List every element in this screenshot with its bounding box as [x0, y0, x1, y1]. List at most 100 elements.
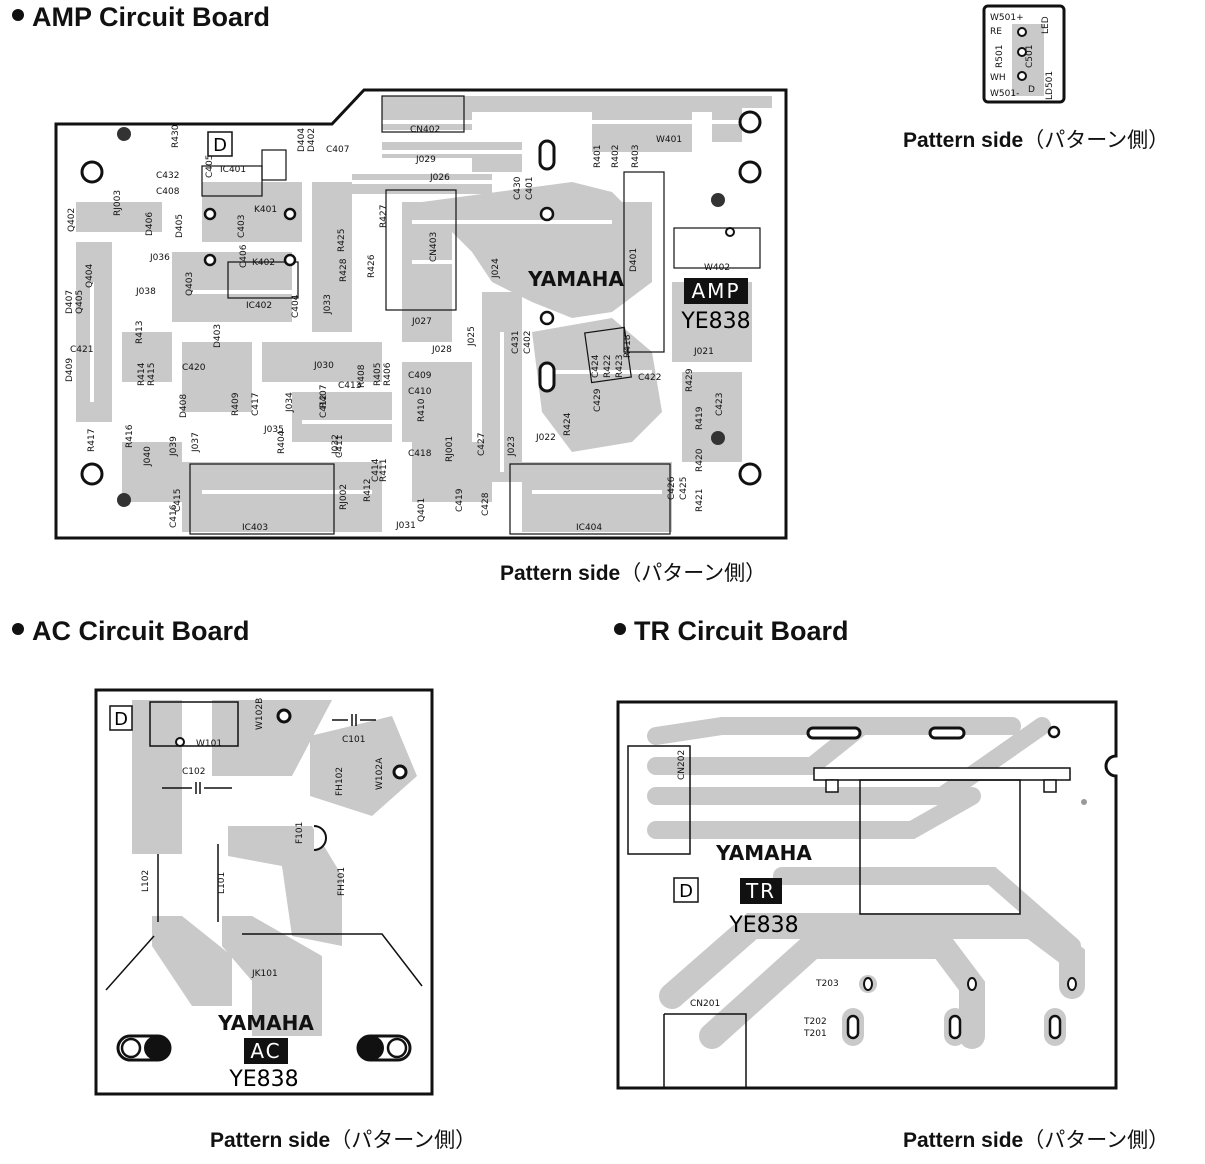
part-label: J024: [491, 258, 501, 279]
part-label: C421: [70, 345, 93, 355]
part-label: C411: [335, 435, 345, 458]
part-label: T202: [803, 1017, 827, 1027]
part-label: D404: [297, 128, 307, 152]
part-label: J026: [429, 173, 450, 183]
part-label: R427: [379, 205, 389, 228]
part-label: R422: [603, 355, 613, 378]
part-label: C426: [667, 476, 677, 500]
part-label: Q401: [417, 498, 427, 522]
part-label: J029: [415, 155, 436, 165]
part-label: IC401: [220, 165, 246, 175]
ac-brand: YAMAHA: [217, 1011, 314, 1035]
part-label: J032: [331, 434, 341, 455]
amp-name: AMP: [692, 279, 741, 303]
part-label: J035: [263, 425, 284, 435]
part-label: C101: [342, 735, 365, 745]
part-label: C417: [251, 393, 261, 416]
tr-component-outlines: [627, 745, 1071, 1088]
part-label: C429: [593, 388, 603, 412]
part-label: D403: [213, 324, 223, 348]
part-label: R424: [563, 412, 573, 436]
tr-terminals: [806, 725, 1087, 1046]
ac-mounting-slots: [116, 1034, 412, 1062]
part-label: LD501: [1045, 71, 1055, 100]
part-label: C102: [182, 767, 205, 777]
part-label: R410: [417, 398, 427, 422]
part-label: IC402: [246, 301, 272, 311]
tr-d-mark-box: [673, 877, 699, 903]
part-label: C402: [523, 331, 533, 354]
amp-board: D YAMAHA AMP YE838 CN402J029J026IC401K40…: [54, 88, 788, 540]
part-label: L101: [217, 872, 227, 894]
part-label: J022: [535, 433, 556, 443]
part-label: W501+: [990, 13, 1024, 23]
part-label: C405: [205, 155, 215, 178]
part-label: Q405: [75, 290, 85, 314]
hole-icon: [80, 160, 104, 184]
part-label: J028: [431, 345, 452, 355]
part-label: R415: [147, 363, 157, 386]
led-board-caption: Pattern side（パターン側）: [903, 129, 1170, 152]
part-label: J023: [507, 436, 517, 457]
part-label: R402: [611, 145, 621, 168]
part-label: W102B: [255, 698, 265, 730]
hole-icon: [386, 1037, 408, 1059]
ac-d-mark-box: [109, 705, 133, 731]
ac-board-caption: Pattern side（パターン側）: [210, 1129, 477, 1152]
amp-board-caption: Pattern side（パターン側）: [500, 562, 767, 585]
amp-code: YE838: [680, 309, 750, 334]
part-label: J034: [285, 392, 295, 413]
part-label: C432: [156, 171, 179, 181]
part-label: D402: [307, 128, 317, 152]
part-label: WH: [990, 73, 1006, 83]
part-label: IC403: [242, 523, 268, 533]
part-label: J030: [313, 361, 334, 371]
part-label: Q404: [85, 263, 95, 288]
part-label: CN402: [410, 125, 440, 135]
part-label: C413: [338, 381, 361, 391]
part-label: F101: [295, 822, 305, 844]
part-label: D406: [145, 212, 155, 236]
part-label: C430: [513, 176, 523, 200]
part-label: Q403: [185, 272, 195, 296]
part-label: R411: [379, 459, 389, 482]
part-label: Q402: [67, 208, 77, 232]
part-label: JK101: [251, 969, 278, 979]
hole-icon: [80, 462, 104, 486]
ac-name: AC: [250, 1039, 281, 1063]
part-label: FH102: [335, 767, 345, 796]
part-label: R426: [367, 254, 377, 278]
part-label: W401: [656, 135, 682, 145]
part-label: R409: [231, 392, 241, 416]
part-label: D401: [629, 248, 639, 272]
tr-section-title: TR Circuit Board: [614, 616, 849, 647]
ac-name-plate: [244, 1038, 288, 1064]
part-label: W402: [704, 263, 730, 273]
part-label: K402: [252, 258, 275, 268]
part-label: R406: [383, 362, 393, 386]
part-label: C420: [182, 363, 206, 373]
screw-icon: [117, 493, 131, 507]
amp-component-outlines: [189, 95, 761, 535]
part-label: D409: [65, 358, 75, 382]
part-label: J021: [693, 347, 714, 357]
part-label: R501: [995, 45, 1005, 68]
bullet-icon: [12, 9, 24, 21]
ac-section-title: AC Circuit Board: [12, 616, 250, 647]
part-label: R401: [593, 145, 603, 168]
part-label: C501: [1025, 45, 1035, 68]
part-label: R413: [135, 321, 145, 344]
part-label: R403: [631, 145, 641, 168]
ac-component-outlines: [105, 701, 423, 991]
part-label: T201: [803, 1029, 827, 1039]
part-label: RE: [990, 27, 1002, 37]
part-label: R412: [363, 479, 373, 502]
part-label: C410: [408, 387, 432, 397]
part-label: C418: [408, 449, 432, 459]
ac-d-mark: D: [114, 709, 128, 730]
part-label: C401: [525, 177, 535, 200]
part-label: R418: [623, 334, 633, 358]
amp-d-mark: D: [213, 135, 227, 156]
